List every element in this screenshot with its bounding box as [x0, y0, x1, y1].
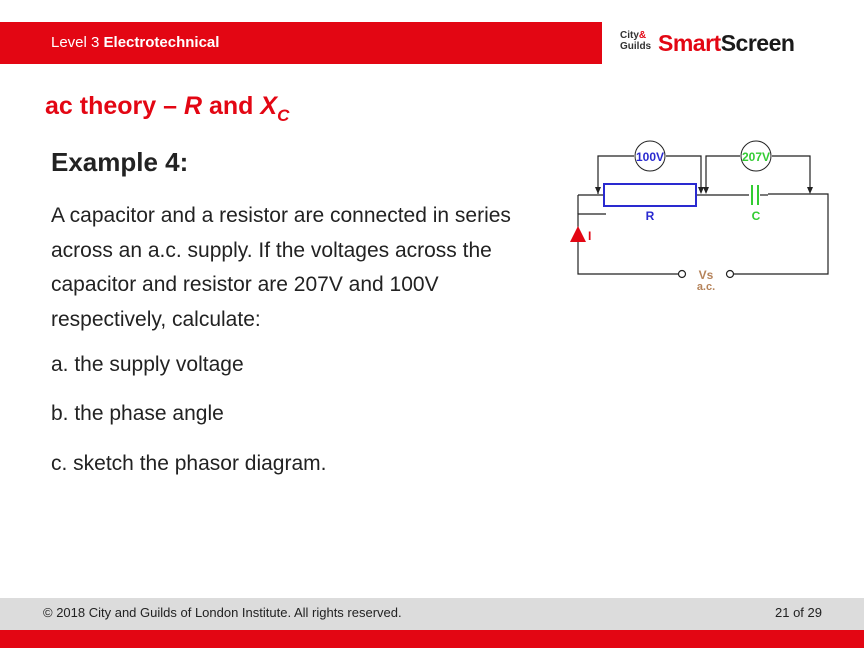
footer-bar	[0, 598, 864, 630]
city-guilds-logo: City& Guilds	[620, 30, 652, 52]
example-heading: Example 4:	[51, 147, 189, 177]
supply-ac-label: a.c.	[697, 281, 715, 293]
capacitor-label: C	[752, 209, 761, 223]
supply-terminal	[725, 269, 735, 279]
slide-title: ac theory – R and XC	[45, 92, 290, 125]
voltmeter-c	[740, 140, 772, 172]
level-course: Electrotechnical	[103, 34, 220, 51]
problem-text: A capacitor and a resistor are connected…	[51, 204, 511, 331]
page-number: 21 of 29	[775, 605, 822, 620]
voltmeter-r-reading: 100V	[636, 150, 664, 164]
header-bar	[0, 22, 602, 64]
level-prefix: Level 3	[51, 34, 100, 51]
bottom-stripe	[0, 630, 864, 648]
current-arrow-icon	[570, 226, 586, 242]
course-level-label: Level 3 Electrotechnical	[51, 34, 219, 51]
circuit-wire	[577, 213, 678, 275]
copyright-notice: © 2018 City and Guilds of London Institu…	[43, 605, 402, 620]
question-item-c: c. sketch the phasor diagram.	[51, 452, 327, 475]
question-item-a: a. the supply voltage	[51, 353, 244, 376]
current-label: I	[588, 229, 591, 243]
voltmeter-r	[634, 140, 666, 172]
resistor-symbol	[603, 183, 697, 207]
supply-terminal	[677, 269, 687, 279]
circuit-wire-right	[734, 193, 829, 275]
resistor-label: R	[646, 209, 655, 223]
smartscreen-wordmark: SmartScreen	[658, 30, 795, 56]
rc-circuit-diagram: 100V 207V R C I Vs a.c.	[570, 140, 829, 293]
voltmeter-c-reading: 207V	[742, 150, 770, 164]
question-item-b: b. the phase angle	[51, 402, 224, 425]
supply-label: Vs	[699, 268, 714, 282]
